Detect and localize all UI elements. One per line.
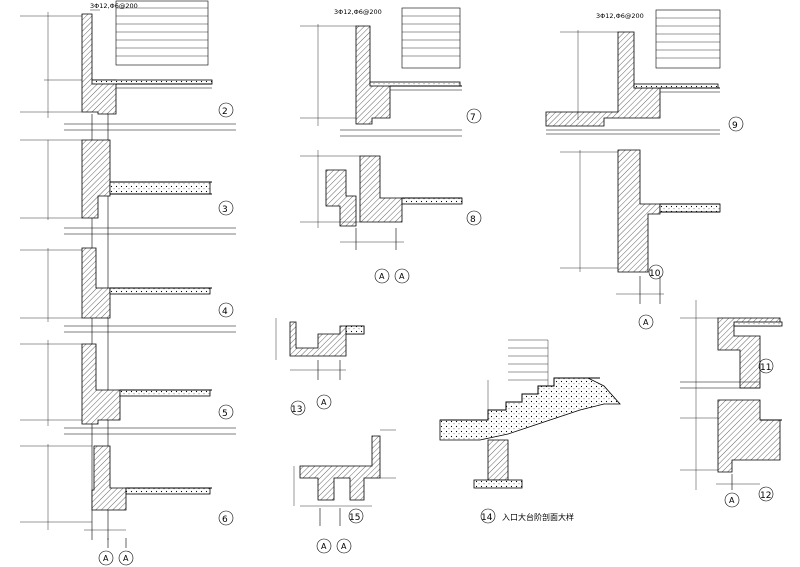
detail-11: 11 <box>680 300 783 490</box>
detail-13: 13 <box>275 318 365 416</box>
detail-6-ref: 6 <box>222 515 228 525</box>
detail-10: 10 <box>560 149 721 304</box>
axis-label: A <box>321 542 327 551</box>
detail-7-rebar: 3Φ12,Φ6@200 <box>334 8 382 16</box>
axis-label: A <box>321 398 327 407</box>
detail-9: 3Φ12,Φ6@200 9 <box>545 9 744 135</box>
detail-9-rebar: 3Φ12,Φ6@200 <box>596 12 644 20</box>
axis-label: A <box>379 272 385 281</box>
axis-label: A <box>729 496 735 505</box>
detail-5: 5 <box>20 340 236 435</box>
detail-6: 6 <box>20 444 234 548</box>
axis-label: A <box>341 542 347 551</box>
detail-2-rebar: 3Φ12,Φ6@200 <box>90 2 138 10</box>
axis-right-bottom: A <box>724 492 740 508</box>
detail-7-ref: 7 <box>470 113 476 123</box>
detail-12: 12 <box>680 399 782 502</box>
detail-7: 3Φ12,Φ6@200 7 <box>300 7 482 137</box>
detail-9-ref: 9 <box>732 121 738 131</box>
detail-5-ref: 5 <box>222 409 228 419</box>
detail-12-ref: 12 <box>760 491 771 501</box>
detail-3-ref: 3 <box>222 205 228 215</box>
detail-14: 14 入口大台阶剖面大样 <box>439 339 621 524</box>
detail-8-ref: 8 <box>470 215 476 225</box>
detail-2: 3Φ12,Φ6@200 2 <box>20 0 236 131</box>
detail-8: 8 <box>300 150 482 250</box>
detail-13-ref: 13 <box>291 405 302 415</box>
detail-10-ref: 10 <box>649 269 661 279</box>
axis-label: A <box>103 554 109 563</box>
detail-3: 3 <box>20 139 236 235</box>
axis-left: A A <box>98 550 134 566</box>
detail-14-caption: 入口大台阶剖面大样 <box>502 512 574 522</box>
axis-middle: A A <box>374 268 410 284</box>
detail-4-ref: 4 <box>222 307 228 317</box>
axis-15: A A <box>316 538 352 554</box>
detail-14-ref: 14 <box>481 513 493 523</box>
detail-2-ref: 2 <box>222 107 228 117</box>
detail-15: 15 <box>293 429 396 526</box>
detail-4: 4 <box>20 247 236 333</box>
axis-13: A <box>316 394 332 410</box>
axis-right-top: A <box>638 314 654 330</box>
axis-label: A <box>399 272 405 281</box>
detail-11-ref: 11 <box>760 363 771 373</box>
axis-label: A <box>123 554 129 563</box>
detail-15-ref: 15 <box>349 513 360 523</box>
axis-label: A <box>643 318 649 327</box>
